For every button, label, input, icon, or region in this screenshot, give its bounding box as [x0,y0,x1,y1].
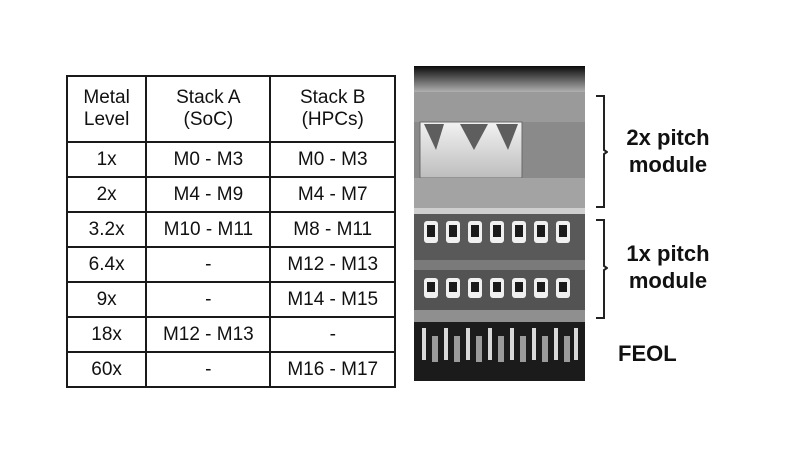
cell-stack-b: M14 - M15 [269,281,396,318]
label-1x-pitch-line1: 1x pitch [626,241,710,266]
header-stack-b-line2: (HPCs) [301,109,364,130]
cell-level: 2x [65,176,148,213]
cell-level: 9x [65,281,148,318]
metal-stack-table: Metal Level Stack A (SoC) Stack B (HPCs)… [65,75,396,388]
header-metal-level: Metal Level [65,75,148,143]
cross-section-micrograph [414,66,585,381]
cell-stack-b: M8 - M11 [269,211,396,248]
cell-stack-a: - [145,351,272,388]
table-header-row: Metal Level Stack A (SoC) Stack B (HPCs) [65,75,396,143]
table-row: 1x M0 - M3 M0 - M3 [65,141,396,178]
label-2x-pitch-line2: module [628,152,708,177]
cell-stack-a: - [145,281,272,318]
label-1x-pitch-line2: module [628,268,708,293]
cell-stack-a: - [145,246,272,283]
label-1x-pitch-module: 1x pitch module [612,240,724,294]
cell-stack-b: M0 - M3 [269,141,396,178]
table-row: 3.2x M10 - M11 M8 - M11 [65,211,396,248]
header-metal-level-line1: Metal [83,87,130,108]
cell-stack-b: M4 - M7 [269,176,396,213]
header-stack-b: Stack B (HPCs) [269,75,396,143]
cell-stack-b: M16 - M17 [269,351,396,388]
cell-level: 3.2x [65,211,148,248]
header-metal-level-line2: Level [83,109,130,130]
cell-level: 1x [65,141,148,178]
module-brackets [596,95,608,319]
header-stack-a-line1: Stack A [176,87,241,108]
cell-level: 18x [65,316,148,353]
cell-stack-a: M10 - M11 [145,211,272,248]
micrograph-image [414,66,585,381]
label-2x-pitch-line1: 2x pitch [626,125,710,150]
cell-stack-a: M0 - M3 [145,141,272,178]
cell-level: 6.4x [65,246,148,283]
cell-level: 60x [65,351,148,388]
table-row: 18x M12 - M13 - [65,316,396,353]
table-row: 60x - M16 - M17 [65,351,396,388]
cell-stack-a: M4 - M9 [145,176,272,213]
header-stack-a: Stack A (SoC) [145,75,272,143]
header-stack-a-line2: (SoC) [183,109,234,130]
table-row: 6.4x - M12 - M13 [65,246,396,283]
label-2x-pitch-module: 2x pitch module [612,124,724,178]
cell-stack-b: M12 - M13 [269,246,396,283]
bracket-1x-pitch [596,219,608,319]
table-row: 9x - M14 - M15 [65,281,396,318]
header-stack-b-line1: Stack B [299,87,366,108]
cell-stack-b: - [269,316,396,353]
cell-stack-a: M12 - M13 [145,316,272,353]
bracket-2x-pitch [596,95,608,208]
label-feol: FEOL [618,341,677,366]
table-row: 2x M4 - M9 M4 - M7 [65,176,396,213]
